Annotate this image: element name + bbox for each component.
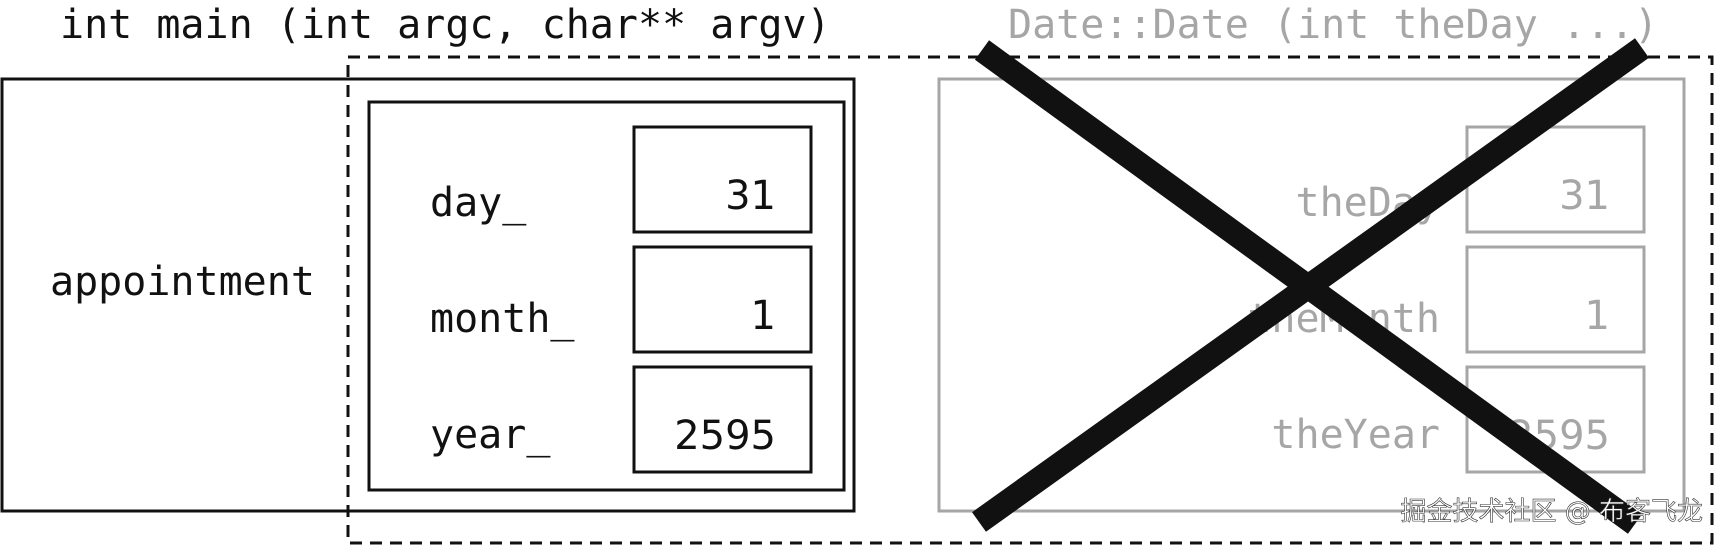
appointment-object-box xyxy=(367,100,846,492)
field-month-cell xyxy=(632,245,813,354)
field-month-label: month_ xyxy=(430,296,575,342)
param-month-value: 1 xyxy=(1585,293,1610,339)
ctor-frame-label: Date::Date (int theDay ...) xyxy=(1008,2,1658,48)
field-year-cell xyxy=(632,365,813,474)
main-frame-label: int main (int argc, char** argv) xyxy=(60,2,831,48)
dashed-scope-boundary xyxy=(346,55,1714,545)
field-day-value: 31 xyxy=(725,173,776,219)
param-day-value: 31 xyxy=(1559,173,1610,219)
field-day-label: day_ xyxy=(430,180,527,226)
watermark-text: 掘金技术社区 @ 布客飞龙 xyxy=(1400,497,1703,527)
field-day-cell xyxy=(632,125,813,234)
main-frame-box xyxy=(0,77,856,513)
field-month-value: 1 xyxy=(751,293,776,339)
field-year-value: 2595 xyxy=(674,413,776,459)
ctor-frame-box xyxy=(937,77,1686,513)
param-month-cell xyxy=(1465,245,1646,354)
field-year-label: year_ xyxy=(430,412,551,458)
param-year-label: theYear xyxy=(1271,412,1440,458)
appointment-label: appointment xyxy=(50,259,315,305)
cross-out-stroke-b xyxy=(972,38,1649,532)
